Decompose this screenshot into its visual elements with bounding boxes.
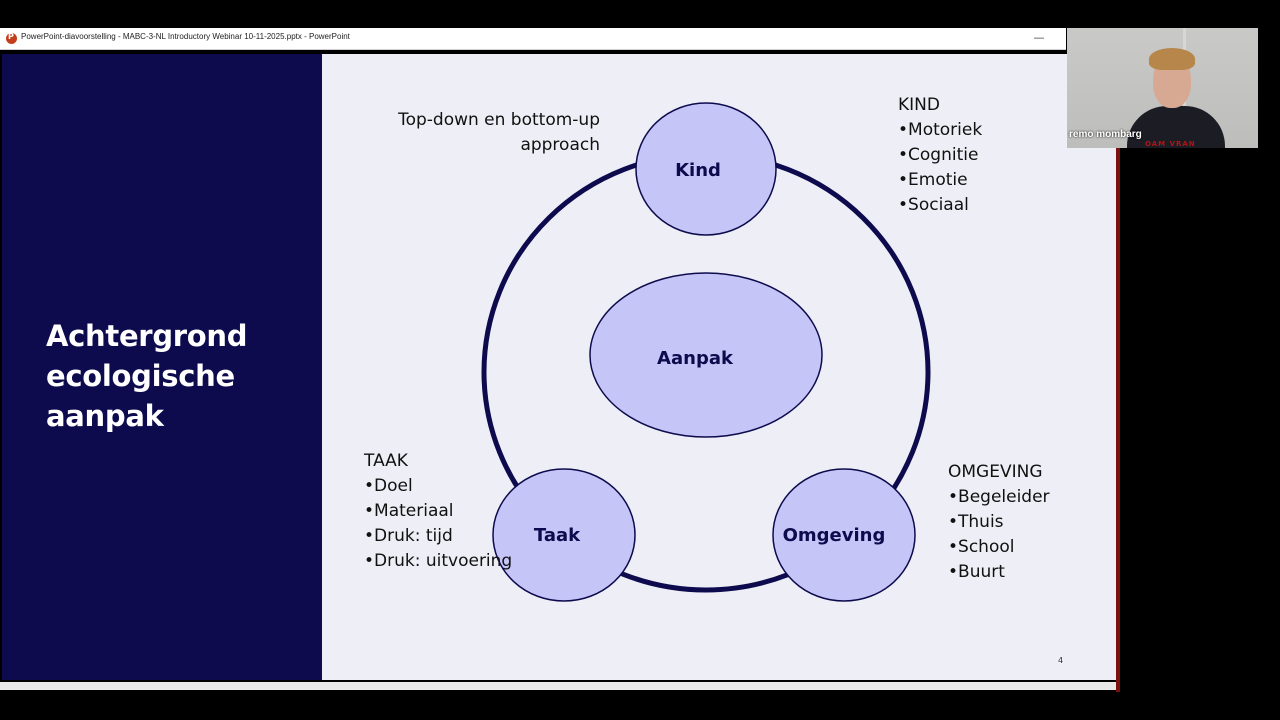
list-item: •Materiaal <box>364 501 454 521</box>
list-item: •Motoriek <box>898 120 983 140</box>
list-item: •Begeleider <box>948 487 1050 507</box>
node-aanpak <box>589 272 823 438</box>
list-item: •Emotie <box>898 170 968 190</box>
window-title: PowerPoint-diavoorstelling - MABC-3-NL I… <box>21 32 350 41</box>
shirt-print: OAM VRAN <box>1145 140 1196 148</box>
list-item: •Thuis <box>948 512 1004 532</box>
approach-label: Top-down en bottom-up approach <box>392 108 600 158</box>
powerpoint-icon <box>6 32 17 44</box>
heading-line: Achtergrond <box>46 319 248 353</box>
node-kind <box>635 102 777 236</box>
slide-number: 4 <box>1058 656 1064 665</box>
node-label-kind: Kind <box>675 160 721 181</box>
omgeving-list: OMGEVING •Begeleider •Thuis •School •Buu… <box>948 460 1050 585</box>
list-item: •Cognitie <box>898 145 979 165</box>
node-label-taak: Taak <box>534 525 581 546</box>
list-item: •Buurt <box>948 562 1005 582</box>
minimize-button[interactable]: — <box>1033 31 1045 44</box>
node-label-aanpak: Aanpak <box>657 348 734 369</box>
node-taak <box>492 468 636 602</box>
list-title: KIND <box>898 95 940 115</box>
window-edge <box>1116 148 1120 692</box>
heading-line: ecologische <box>46 359 235 393</box>
node-omgeving <box>772 468 916 602</box>
approach-line: approach <box>520 135 600 155</box>
presenter-hair <box>1149 48 1195 70</box>
slide-title-panel <box>2 54 322 680</box>
kind-list: KIND •Motoriek •Cognitie •Emotie •Sociaa… <box>898 93 982 218</box>
webcam-tile[interactable]: OAM VRAN remo mombarg <box>1067 28 1258 148</box>
list-item: •School <box>948 537 1015 557</box>
taak-list: TAAK •Doel •Materiaal •Druk: tijd •Druk:… <box>364 449 512 574</box>
participant-name: remo mombarg <box>1069 129 1142 140</box>
list-item: •Sociaal <box>898 195 969 215</box>
window-titlebar: PowerPoint-diavoorstelling - MABC-3-NL I… <box>0 28 1066 50</box>
slide-heading: Achtergrond ecologische aanpak <box>46 316 248 436</box>
list-item: •Doel <box>364 476 413 496</box>
list-item: •Druk: uitvoering <box>364 551 513 571</box>
approach-line: Top-down en bottom-up <box>398 110 600 130</box>
presentation-bottom-bar <box>0 682 1116 690</box>
ecological-diagram: Kind Aanpak Taak Omgeving <box>481 102 931 602</box>
list-title: OMGEVING <box>948 462 1043 482</box>
slide[interactable]: Achtergrond ecologische aanpak Kind Aanp… <box>2 54 1116 680</box>
heading-line: aanpak <box>46 399 164 433</box>
node-label-omgeving: Omgeving <box>783 525 886 546</box>
list-title: TAAK <box>364 451 408 471</box>
list-item: •Druk: tijd <box>364 526 453 546</box>
presenter-body <box>1127 106 1225 148</box>
